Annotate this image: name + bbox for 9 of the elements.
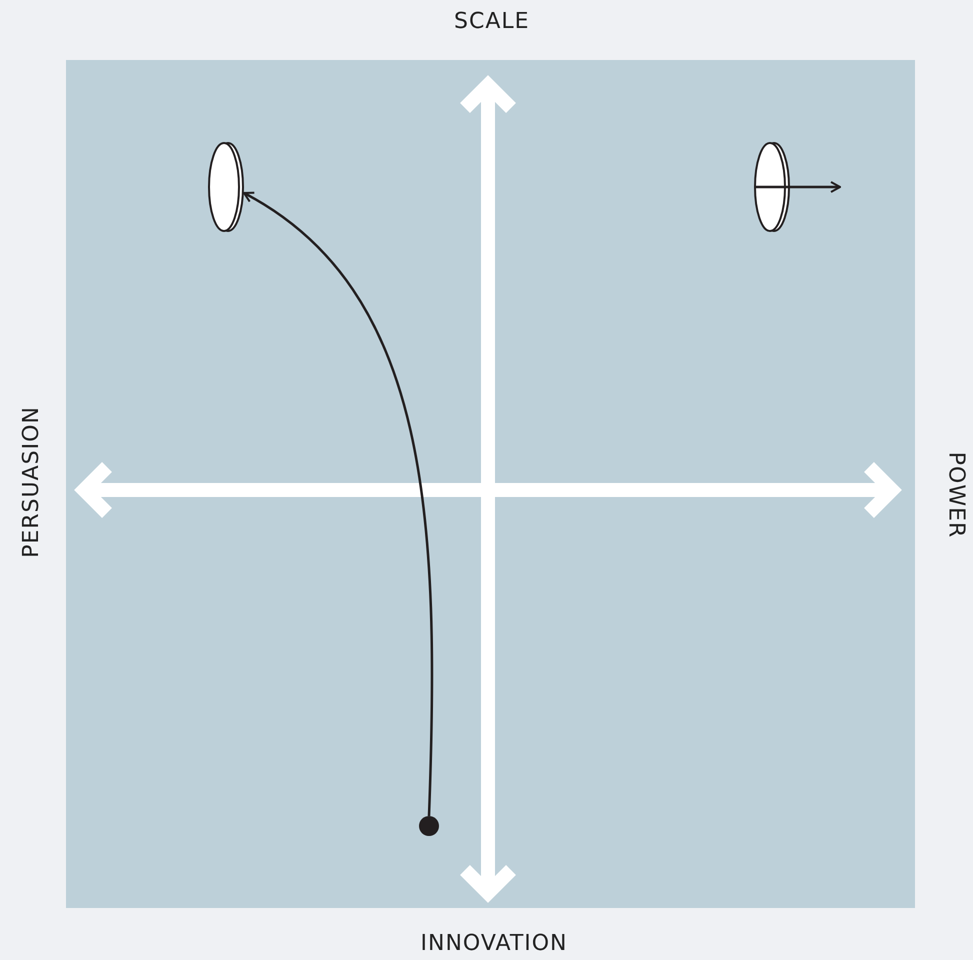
disc-shape [208,141,244,233]
axis-label: PERSUASION [20,406,43,558]
disc-shape [754,141,790,233]
start-dot [419,816,439,836]
arrow [754,181,841,193]
arrow [243,192,434,816]
axis-label: SCALE [454,11,530,33]
axis-label: INNOVATION [420,933,568,955]
axis-label: POWER [944,452,966,538]
